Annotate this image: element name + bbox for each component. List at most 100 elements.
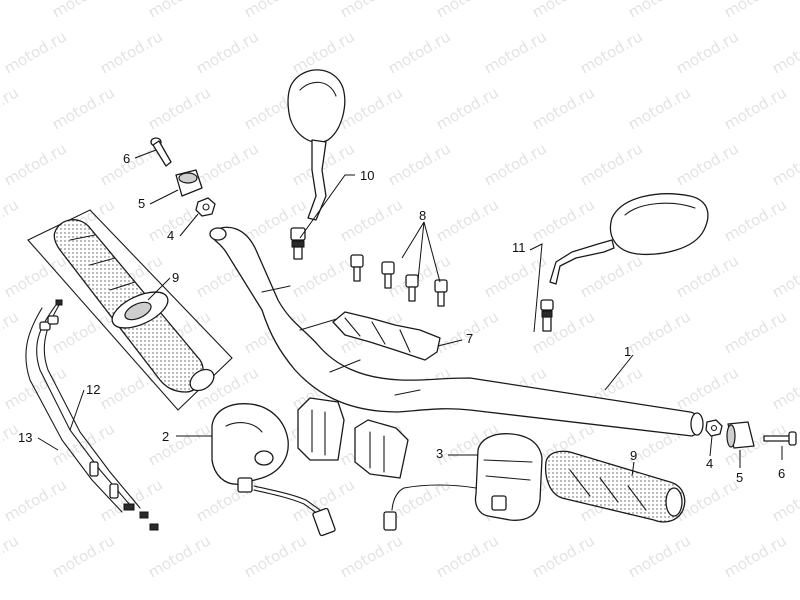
callout-5-right: 5 [736, 470, 743, 485]
watermark-text: motod.ru [385, 27, 454, 77]
callout-10: 10 [360, 168, 374, 183]
watermark-text: motod.ru [481, 139, 550, 189]
right-switch-unit [383, 433, 543, 531]
callout-3: 3 [436, 446, 443, 461]
watermark-text: motod.ru [769, 251, 800, 301]
watermark-text: motod.ru [433, 83, 502, 133]
right-bar-end-bolt [763, 431, 797, 446]
watermark-text: motod.ru [49, 307, 118, 357]
watermark-text: motod.ru [337, 83, 406, 133]
watermark-text: motod.ru [769, 475, 800, 525]
watermark-text: motod.ru [385, 139, 454, 189]
watermark-text: motod.ru [193, 139, 262, 189]
watermark-text: motod.ru [97, 27, 166, 77]
watermark-text: motod.ru [529, 0, 598, 21]
watermark-text: motod.ru [721, 83, 790, 133]
handlebar-tube [209, 226, 704, 437]
left-bar-end-bolt [150, 137, 172, 167]
watermark-text: motod.ru [145, 0, 214, 21]
throttle-cables [25, 299, 159, 531]
left-bar-end-nut [195, 197, 216, 217]
watermark-text: motod.ru [145, 419, 214, 469]
watermark-text: motod.ru [241, 531, 310, 581]
watermark-text: motod.ru [769, 27, 800, 77]
watermark-text: motod.ru [0, 531, 22, 581]
bolt [350, 254, 364, 282]
callout-5-left: 5 [138, 196, 145, 211]
callout-4-left: 4 [167, 228, 174, 243]
watermark-text: motod.ru [481, 27, 550, 77]
watermark-text: motod.ru [1, 27, 70, 77]
watermark-text: motod.ru [145, 531, 214, 581]
watermark-text: motod.ru [577, 251, 646, 301]
callout-9-right: 9 [630, 448, 637, 463]
watermark-text: motod.ru [49, 419, 118, 469]
callout-11: 11 [512, 240, 526, 255]
callout-13: 13 [18, 430, 32, 445]
callout-8: 8 [419, 208, 426, 223]
watermark-text: motod.ru [49, 83, 118, 133]
watermark-text: motod.ru [0, 83, 22, 133]
watermark-text: motod.ru [0, 307, 22, 357]
watermark-text: motod.ru [529, 531, 598, 581]
callout-1: 1 [624, 344, 631, 359]
callout-6-left: 6 [123, 151, 130, 166]
watermark-text: motod.ru [625, 83, 694, 133]
right-grip [544, 450, 686, 523]
watermark-text: motod.ru [673, 139, 742, 189]
watermark-text: motod.ru [577, 139, 646, 189]
watermark-text: motod.ru [721, 0, 790, 21]
clamp-bolts [350, 254, 448, 307]
watermark-text: motod.ru [433, 0, 502, 21]
watermark-text: motod.ru [337, 195, 406, 245]
left-switch-unit [211, 403, 336, 537]
watermark-text: motod.ru [673, 363, 742, 413]
watermark-text: motod.ru [769, 363, 800, 413]
watermark-text: motod.ru [49, 531, 118, 581]
watermark-text: motod.ru [721, 195, 790, 245]
watermark-text: motod.ru [529, 195, 598, 245]
callout-9-left: 9 [172, 270, 179, 285]
watermark-text: motod.ru [337, 531, 406, 581]
handlebar-risers [297, 397, 409, 479]
watermark-text: motod.ru [721, 531, 790, 581]
watermark-text: motod.ru [337, 0, 406, 21]
bolt [381, 261, 395, 289]
watermark-text: motod.ru [721, 307, 790, 357]
watermark-text: motod.ru [625, 531, 694, 581]
leader-lines [37, 149, 783, 477]
left-mirror [287, 69, 346, 260]
watermark-text: motod.ru [0, 195, 22, 245]
right-bar-end-nut [705, 419, 723, 437]
right-mirror [540, 193, 709, 332]
watermark-text: motod.ru [673, 27, 742, 77]
watermark-text: motod.ru [769, 139, 800, 189]
watermark-text: motod.ru [241, 0, 310, 21]
callout-4-right: 4 [706, 456, 713, 471]
watermark-text: motod.ru [625, 307, 694, 357]
watermark-text: motod.ru [145, 83, 214, 133]
watermark-text: motod.ru [625, 0, 694, 21]
watermark-text: motod.ru [577, 27, 646, 77]
watermark-text: motod.ru [97, 475, 166, 525]
callout-7: 7 [466, 331, 473, 346]
watermark-text: motod.ru [433, 531, 502, 581]
watermark-text: motod.ru [673, 251, 742, 301]
callout-numbers: 1 2 3 4 4 5 5 6 6 7 8 9 9 10 11 12 13 [18, 151, 785, 485]
watermark-text: motod.ru [529, 83, 598, 133]
watermark-text: motod.ru [433, 195, 502, 245]
watermark-text: motod.ru [1, 363, 70, 413]
watermark-text: motod.ru [49, 0, 118, 21]
watermark-text: motod.ru [193, 27, 262, 77]
bolt [405, 274, 419, 302]
watermark-text: motod.ru [1, 139, 70, 189]
watermark-text: motod.ru [0, 0, 22, 21]
callout-12: 12 [86, 382, 100, 397]
left-grip-group [27, 209, 233, 411]
callout-2: 2 [162, 429, 169, 444]
left-bar-end-weight [175, 169, 203, 197]
bolt [434, 279, 448, 307]
handlebar-clamp-base [332, 311, 441, 361]
watermark-text: motod.ru [529, 307, 598, 357]
